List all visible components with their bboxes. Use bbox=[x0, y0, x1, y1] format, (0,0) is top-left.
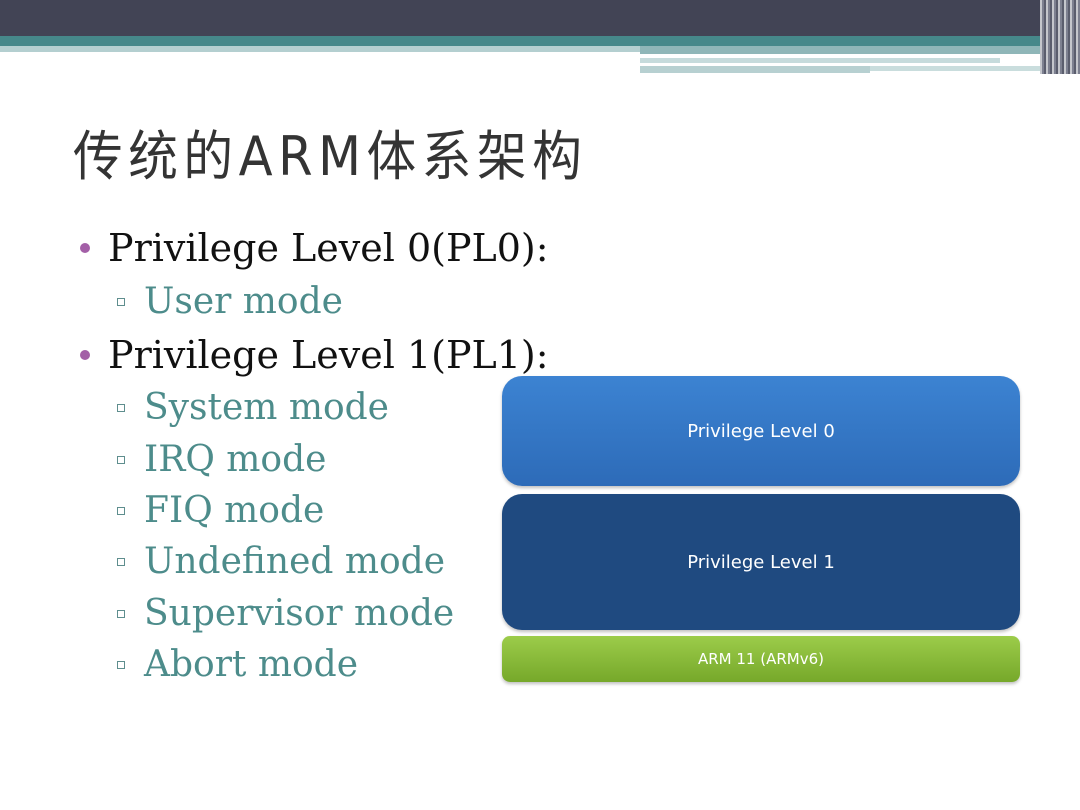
sub-bullet-supervisor-mode: Supervisor mode bbox=[144, 593, 455, 634]
bullet-pl0: Privilege Level 0(PL0): bbox=[108, 226, 549, 270]
sub-bullet-abort-mode: Abort mode bbox=[144, 644, 358, 685]
diagram-box-pl1-label: Privilege Level 1 bbox=[687, 551, 835, 573]
header-light-stripe bbox=[640, 58, 1000, 63]
diagram-box-pl0: Privilege Level 0 bbox=[502, 376, 1020, 486]
diagram-box-pl1: Privilege Level 1 bbox=[502, 494, 1020, 630]
sub-bullet-undefined-mode: Undefined mode bbox=[144, 541, 446, 582]
bullet-pl1: Privilege Level 1(PL1): bbox=[108, 333, 549, 377]
header-light-stripe bbox=[0, 46, 640, 52]
sub-bullet-system-mode: System mode bbox=[144, 387, 389, 428]
header-light-stripe bbox=[640, 66, 870, 73]
sub-bullet-irq-mode: IRQ mode bbox=[144, 439, 327, 480]
header-light-stripe bbox=[640, 46, 1040, 54]
diagram-box-pl0-label: Privilege Level 0 bbox=[687, 420, 835, 442]
diagram-box-arm11-label: ARM 11 (ARMv6) bbox=[698, 650, 824, 668]
header-light-stripe bbox=[870, 66, 1040, 71]
header-band bbox=[0, 0, 1080, 36]
slide-title: 传统的ARM体系架构 bbox=[73, 125, 588, 188]
header-teal-stripe bbox=[0, 36, 1080, 46]
header-vertical-stripes bbox=[1040, 0, 1080, 74]
diagram-box-arm11: ARM 11 (ARMv6) bbox=[502, 636, 1020, 682]
sub-bullet-user-mode: User mode bbox=[144, 281, 343, 322]
sub-bullet-fiq-mode: FIQ mode bbox=[144, 490, 325, 531]
